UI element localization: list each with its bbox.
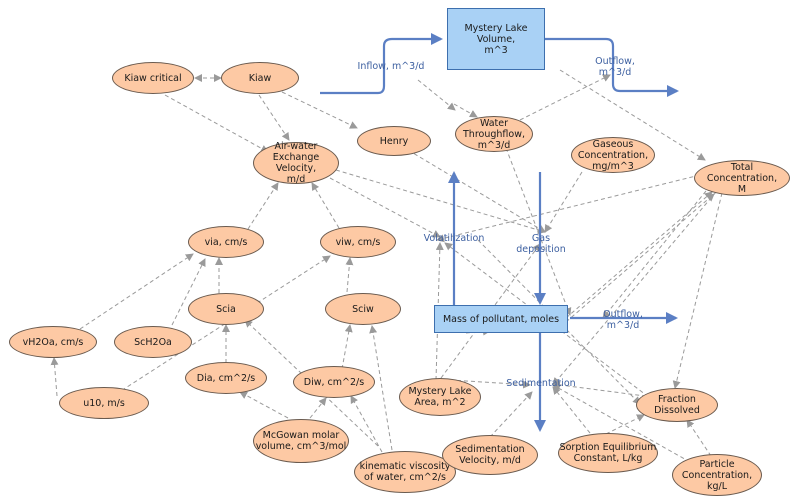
- flow-label-outflow-top: Outflow, m^3/d: [595, 56, 635, 78]
- link-inflow-throughflow-2: [417, 79, 456, 111]
- var-henry[interactable]: Henry: [357, 126, 431, 156]
- var-viw[interactable]: viw, cm/s: [320, 226, 396, 258]
- var-diw[interactable]: Diw, cm^2/s: [293, 366, 375, 398]
- var-vh2oa[interactable]: vH2Oa, cm/s: [9, 326, 97, 358]
- link-total-sed: [552, 191, 717, 386]
- link-vh2oa-via: [79, 253, 194, 330]
- link-mcgowan-diw: [309, 397, 327, 419]
- link-henry-gasdep: [407, 149, 546, 233]
- link-u10-viw: [109, 255, 331, 399]
- link-mass-total-2: [565, 193, 715, 323]
- link-gas-gasdep: [544, 171, 583, 233]
- var-sch2oa[interactable]: ScH2Oa: [114, 326, 192, 358]
- flow-label-inflow: Inflow, m^3/d: [357, 61, 425, 72]
- link-total-outflow: [602, 190, 707, 319]
- flow-label-volatilization: Volatilization: [423, 233, 485, 244]
- link-total-volat: [436, 174, 701, 243]
- link-area-volat: [435, 242, 444, 381]
- var-water-throughflow[interactable]: Water Throughflow, m^3/d: [455, 116, 533, 152]
- link-mass-total: [565, 191, 713, 319]
- link-kiaw-critical-velocity: [164, 94, 269, 153]
- flow-label-gas-deposition: Gas deposition: [516, 233, 566, 255]
- var-via[interactable]: via, cm/s: [188, 226, 264, 258]
- link-velocity-gasdep: [335, 169, 546, 234]
- link-area-sed: [449, 379, 531, 389]
- link-volume-total: [559, 69, 706, 161]
- link-particle-sed: [552, 384, 691, 463]
- link-inflow-throughflow: [453, 103, 478, 118]
- stock-lake-volume[interactable]: Mystery Lake Volume, m^3: [447, 8, 545, 70]
- link-sciw-viw: [345, 257, 354, 293]
- var-total-concentration[interactable]: Total Concentration, M: [694, 160, 790, 196]
- var-kinematic-viscosity[interactable]: kinematic viscosity of water, cm^2/s: [354, 451, 456, 493]
- link-diw-sciw: [341, 324, 353, 370]
- link-total-fraction: [672, 192, 723, 389]
- var-mcgowan[interactable]: McGowan molar volume, cm^3/mol: [253, 419, 349, 463]
- link-mcgowan-dia: [239, 391, 289, 419]
- var-kiaw-critical[interactable]: Kiaw critical: [112, 62, 194, 94]
- var-sorption-constant[interactable]: Sorption Equilibrium Constant, L/kg: [558, 433, 658, 473]
- var-lake-area[interactable]: Mystery Lake Area, m^2: [399, 378, 481, 416]
- material-flows: [320, 33, 679, 432]
- link-kiaw-henry: [281, 91, 358, 129]
- stock-pollutant-mass[interactable]: Mass of pollutant, moles: [434, 305, 568, 333]
- link-sedvel-sed: [489, 391, 533, 438]
- link-sch2oa-via: [171, 258, 206, 326]
- var-kiaw[interactable]: Kiaw: [221, 62, 299, 94]
- inflow-pipe[interactable]: [320, 33, 443, 95]
- link-particle-fraction: [686, 419, 712, 457]
- link-kinvisc-diw: [350, 395, 383, 453]
- var-scia[interactable]: Scia: [188, 293, 264, 325]
- var-air-water-velocity[interactable]: Air-water Exchange Velocity, m/d: [253, 141, 339, 185]
- var-gaseous-concentration[interactable]: Gaseous Concentration, mg/m^3: [571, 137, 655, 173]
- flow-label-sedimentation: Sedimentation: [506, 378, 576, 389]
- link-u10-vh2oa: [50, 357, 59, 397]
- var-sciw[interactable]: Sciw: [325, 293, 401, 325]
- link-sorption-sed: [552, 386, 591, 434]
- flow-label-outflow-mid: Outflow, m^3/d: [603, 309, 643, 331]
- var-sedimentation-velocity[interactable]: Sedimentation Velocity, m/d: [442, 435, 538, 475]
- link-throughflow-outflow: [505, 147, 572, 316]
- var-fraction-dissolved[interactable]: Fraction Dissolved: [636, 388, 718, 422]
- link-kiaw-velocity: [258, 94, 290, 141]
- link-sorption-fraction: [605, 414, 645, 435]
- var-particle-concentration[interactable]: Particle Concentration, kg/L: [672, 454, 762, 496]
- link-kinvisc-sciw: [369, 325, 393, 451]
- var-dia[interactable]: Dia, cm^2/s: [185, 362, 267, 394]
- link-fraction-volat: [444, 242, 655, 402]
- link-throughflow-outflowtop: [519, 74, 611, 121]
- var-u10[interactable]: u10, m/s: [59, 387, 149, 419]
- link-viw-velocity: [311, 182, 340, 229]
- dependency-links: [50, 69, 723, 463]
- link-via-velocity: [247, 182, 279, 230]
- outflow-top-pipe[interactable]: [545, 37, 679, 97]
